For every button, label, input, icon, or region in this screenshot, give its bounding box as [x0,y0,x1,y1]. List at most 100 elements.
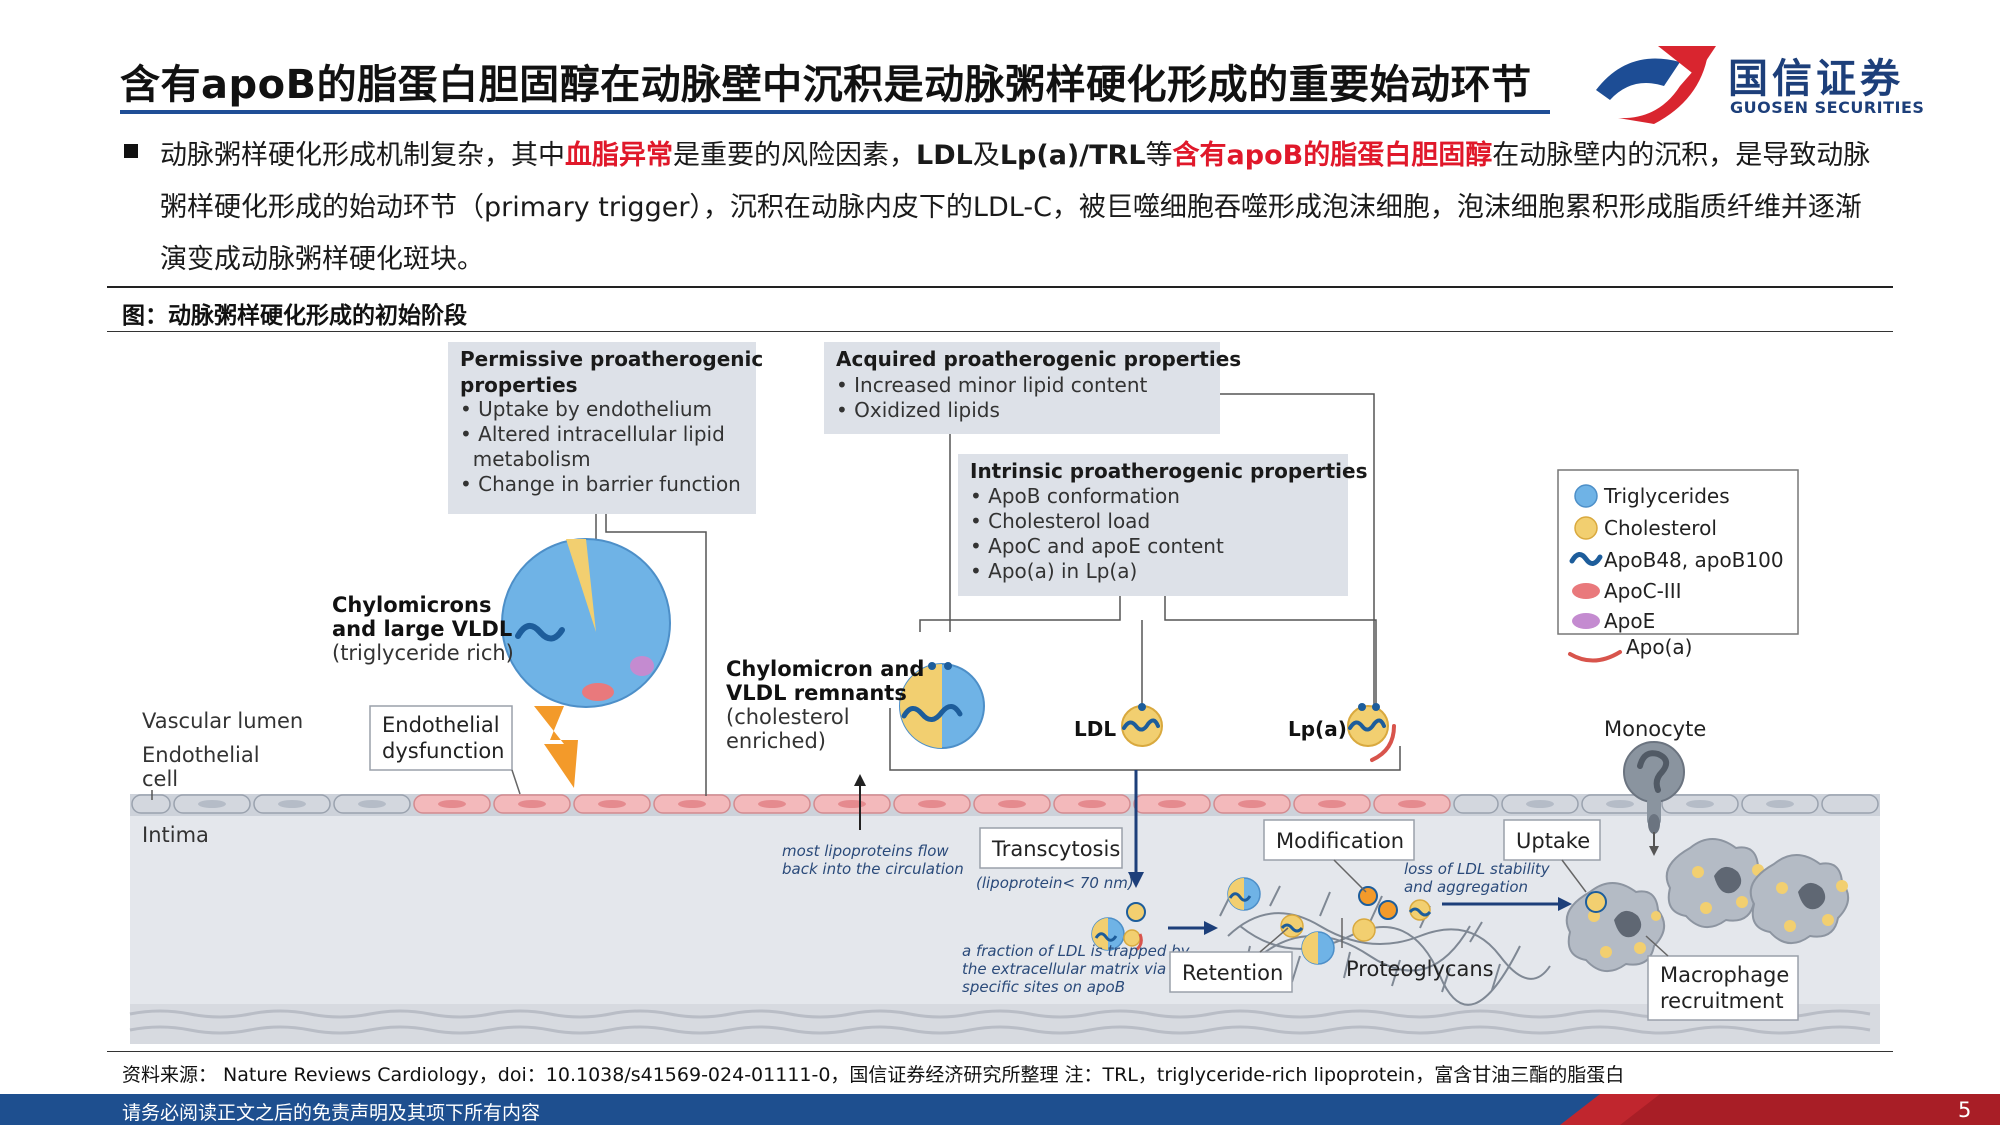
source-rule [107,1051,1893,1052]
ldl-particle [1121,703,1163,747]
title-underline [120,110,1550,114]
connector-lines [595,393,1401,796]
retained-ldl-group [1091,902,1146,952]
legend-apoc: ApoC-III [1604,579,1682,603]
source-note: 资料来源： Nature Reviews Cardiology，doi：10.1… [122,1064,1625,1086]
page-title: 含有apoB的脂蛋白胆固醇在动脉壁中沉积是动脉粥样硬化形成的重要始动环节 [120,62,1532,108]
disclaimer-text: 请务必阅读正文之后的免责声明及其项下所有内容 [122,1102,541,1124]
summary-text-3: 及 [972,140,1000,171]
trap-note-2: the extracellular matrix via [962,960,1166,978]
legend-apoc-swatch [1572,583,1600,599]
page-number: 5 [1958,1098,1972,1122]
loss-stability-note-2: and aggregation [1404,878,1528,896]
endothelial-cell-label-2: cell [142,767,178,791]
acquired-item-1: • Increased minor lipid content [836,373,1148,397]
remnant-label-2: VLDL remnants [726,681,907,705]
logo-english-name: GUOSEN SECURITIES [1730,98,1925,117]
legend-box: Triglycerides Cholesterol ApoB48, apoB10… [1557,469,1799,635]
intrinsic-properties-box: Intrinsic proatherogenic properties • Ap… [958,454,1368,596]
media-wave-1 [129,1009,1871,1019]
legend-apoe-swatch [1572,613,1600,629]
lpa-label: Lp(a) [1288,717,1347,741]
retention-label: Retention [1182,961,1283,985]
trap-note-1: a fraction of LDL is trapped by [962,942,1191,960]
summary-ldl: LDL [916,140,973,171]
media-wave-2 [129,1025,1871,1035]
dysfunction-label-2: dysfunction [382,739,504,763]
vascular-lumen-label: Vascular lumen [142,709,303,733]
remnant-label-1: Chylomicron and [726,657,924,681]
flow-note-2: back into the circulation [782,860,964,878]
permissive-properties-box: Permissive proatherogenic properties • U… [448,342,763,514]
summary-paragraph: 动脉粥样硬化形成机制复杂，其中血脂异常是重要的风险因素，LDL及Lp(a)/TR… [160,130,1880,286]
intrinsic-item-4: • Apo(a) in Lp(a) [970,559,1137,583]
permissive-title-1: Permissive proatherogenic [460,347,763,371]
summary-highlight-apob: 含有apoB的脂蛋白胆固醇 [1172,140,1493,171]
guosen-logo-icon [1596,46,1716,124]
legend-cholesterol: Cholesterol [1604,516,1717,540]
retention-arrowhead [1204,921,1218,935]
ldl-label: LDL [1074,717,1116,741]
permissive-title-2: properties [460,373,578,397]
dysfunction-label-1: Endothelial [382,713,500,737]
trap-note-3: specific sites on apoB [962,978,1125,996]
chylomicron-particle [501,538,671,708]
transcytosis-note: (lipoprotein< 70 nm) [976,874,1134,892]
modification-label: Modification [1276,829,1404,853]
permissive-item-1: • Uptake by endothelium [460,397,712,421]
atherosclerosis-diagram: Permissive proatherogenic properties • U… [129,342,1880,1044]
lpa-particle [1347,703,1396,762]
chylomicron-label-1: Chylomicrons [332,593,491,617]
summary-text-5: 在动脉壁内的沉积，是导致动脉粥样硬化形成的始动环节（primary trigge… [160,140,1871,275]
intrinsic-item-1: • ApoB conformation [970,484,1180,508]
transcytosis-box: Transcytosis [979,827,1123,869]
intrinsic-item-3: • ApoC and apoE content [970,534,1224,558]
macrophage-label-2: recruitment [1660,989,1784,1013]
remnant-label-3: (cholesterol [726,705,850,729]
flow-note-1: most lipoproteins flow [782,842,949,860]
acquired-title: Acquired proatherogenic properties [836,347,1241,371]
loss-stability-note-1: loss of LDL stability [1404,860,1551,878]
chylomicron-label-2: and large VLDL [332,617,512,641]
summary-text-4: 等 [1145,140,1173,171]
remnant-particle [899,662,985,749]
figure-caption-rule [107,331,1893,332]
figure-caption: 图：动脉粥样硬化形成的初始阶段 [122,303,467,329]
proteoglycans-label: Proteoglycans [1346,957,1494,981]
chylomicron-label-3: (triglyceride rich) [332,641,514,665]
legend-apob: ApoB48, apoB100 [1604,548,1784,572]
legend-apob-swatch [1569,552,1603,566]
permissive-item-2: • Altered intracellular lipid [460,422,725,446]
retention-box: Retention [1169,927,1293,993]
intima-label: Intima [142,823,209,847]
permissive-item-3: metabolism [460,447,591,471]
flow-back-arrowhead [854,774,866,786]
legend-cholesterol-swatch [1574,516,1598,540]
acquired-item-2: • Oxidized lipids [836,398,1000,422]
transcytosis-label: Transcytosis [991,837,1120,861]
endothelial-dysfunction-box: Endothelial dysfunction [369,705,521,795]
endothelium-layer [130,794,1880,816]
summary-text-2: 是重要的风险因素， [673,140,916,171]
footer-red-accent [1560,1094,2000,1125]
figure-top-rule [107,286,1893,288]
monocyte-label: Monocyte [1604,717,1706,741]
monocyte-arrowhead [1649,846,1659,856]
uptake-arrowhead [1558,897,1572,911]
modification-box: Modification [1263,819,1415,893]
bullet-square-icon [124,144,138,158]
legend-triglycerides: Triglycerides [1603,484,1730,508]
monocyte-cell [1623,741,1685,834]
summary-text-1: 动脉粥样硬化形成机制复杂，其中 [160,140,565,171]
legend-triglycerides-swatch [1574,484,1598,508]
macrophage-recruitment-box: Macrophage recruitment [1645,935,1799,1021]
remnant-label-4: enriched) [726,729,826,753]
intrinsic-title: Intrinsic proatherogenic properties [970,459,1368,483]
uptake-box: Uptake [1503,819,1601,893]
uptake-label: Uptake [1516,829,1590,853]
permissive-item-4: • Change in barrier function [460,472,741,496]
intrinsic-item-2: • Cholesterol load [970,509,1150,533]
legend-apoe: ApoE [1604,609,1655,633]
acquired-properties-box: Acquired proatherogenic properties • Inc… [824,342,1241,434]
macrophage-cells [1565,838,1849,972]
